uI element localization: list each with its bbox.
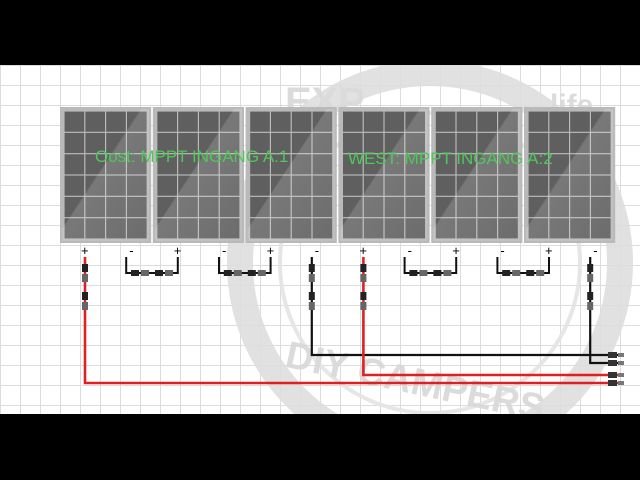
connector-body — [131, 270, 139, 276]
wiring-diagram: EXP life DIY CAMPERS Oost: MPPT INGANG A… — [60, 65, 633, 414]
solar-panel — [524, 107, 616, 243]
plus-sign: + — [174, 243, 182, 258]
connector-body — [223, 270, 232, 276]
mc4-connector — [308, 292, 315, 310]
solar-panel — [431, 107, 523, 243]
negative-homerun-a1 — [310, 257, 622, 357]
mc4-connector — [360, 264, 367, 282]
panel-glare — [154, 109, 242, 241]
series-jumper — [496, 257, 550, 274]
string-label: WEST: MPPT INGANG A:2 — [348, 149, 553, 168]
plus-sign: + — [359, 243, 367, 258]
plus-sign: + — [81, 243, 89, 258]
connector-body — [536, 270, 545, 276]
connector-body — [443, 270, 452, 276]
end-connector — [608, 352, 617, 358]
connector-body — [512, 270, 521, 276]
solar-panel — [245, 107, 337, 243]
end-connector — [608, 372, 617, 378]
connector-body — [360, 302, 367, 310]
connector-body — [141, 270, 149, 276]
connector-body — [502, 270, 511, 276]
mc4-connector — [587, 292, 594, 310]
connector-body — [82, 264, 88, 272]
mc4-connector — [360, 292, 367, 310]
mc4-connector — [433, 270, 452, 276]
connector-body — [526, 270, 535, 276]
end-connector-tip — [618, 381, 624, 385]
mc4-connector — [82, 264, 88, 282]
solar-panel — [338, 107, 430, 243]
connector-body — [433, 270, 442, 276]
minus-sign: - — [593, 243, 597, 258]
minus-sign: - — [129, 243, 133, 258]
end-connector — [608, 380, 617, 386]
diagram-canvas: EXP life DIY CAMPERS Oost: MPPT INGANG A… — [0, 65, 640, 414]
connector-body — [82, 302, 88, 310]
minus-sign: - — [500, 243, 504, 258]
connector-body — [587, 292, 594, 300]
connector-body — [82, 274, 88, 282]
connector-body — [308, 274, 315, 282]
mc4-connector — [502, 270, 521, 276]
mc4-connector — [409, 270, 428, 276]
panel-glare — [247, 109, 335, 241]
series-jumper — [125, 257, 179, 274]
connector-body — [587, 302, 594, 310]
connector-body — [308, 302, 315, 310]
panel-glare — [340, 109, 428, 241]
end-connector-tip — [618, 373, 624, 377]
connector-body — [233, 270, 242, 276]
connector-body — [409, 270, 418, 276]
connector-body — [587, 274, 594, 282]
mc4-connector — [155, 270, 173, 276]
mc4-connector — [82, 292, 88, 310]
series-jumper — [403, 257, 458, 274]
connector-body — [360, 264, 367, 272]
end-connector-tip — [618, 353, 624, 357]
mc4-connector — [131, 270, 149, 276]
minus-sign: - — [408, 243, 412, 258]
connector-body — [308, 292, 315, 300]
mc4-connector — [308, 264, 315, 282]
plus-sign: + — [267, 243, 275, 258]
connector-body — [247, 270, 256, 276]
connector-body — [155, 270, 163, 276]
series-jumper — [218, 257, 272, 274]
panel-glare — [526, 109, 614, 241]
panel-glare — [433, 109, 521, 241]
minus-sign: - — [222, 243, 226, 258]
connector-body — [257, 270, 266, 276]
connector-body — [165, 270, 173, 276]
connector-body — [308, 264, 315, 272]
solar-panel — [60, 107, 152, 243]
connector-body — [419, 270, 428, 276]
minus-sign: - — [315, 243, 319, 258]
connector-body — [360, 274, 367, 282]
end-connector — [608, 360, 617, 366]
mc4-connector — [587, 264, 594, 282]
panel-glare — [62, 109, 150, 241]
mc4-connector — [526, 270, 545, 276]
connector-body — [82, 292, 88, 300]
plus-sign: + — [452, 243, 460, 258]
mc4-connector — [223, 270, 242, 276]
end-connector-tip — [618, 361, 624, 365]
connector-body — [587, 264, 594, 272]
plus-sign: + — [545, 243, 553, 258]
solar-panel — [152, 107, 244, 243]
string-label: Oost: MPPT INGANG A:1 — [95, 147, 288, 166]
connector-body — [360, 292, 367, 300]
mc4-connector — [247, 270, 266, 276]
